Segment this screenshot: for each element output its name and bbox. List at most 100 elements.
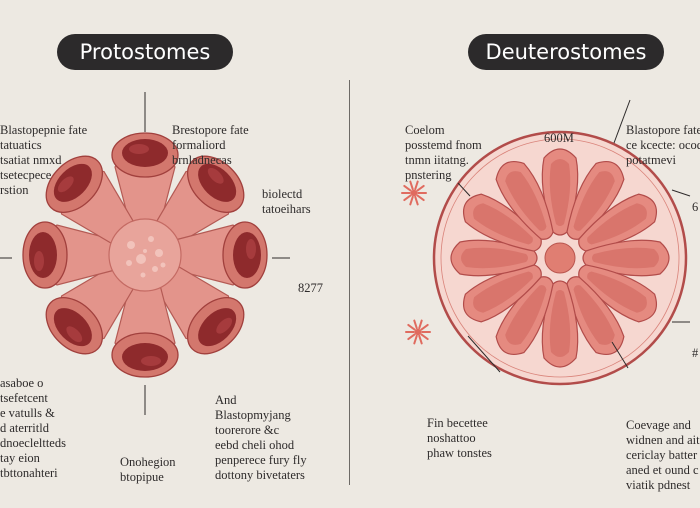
petal-highlight (246, 239, 256, 259)
star-ray (414, 195, 419, 206)
star-ray (407, 333, 416, 341)
disc-segment (541, 148, 579, 236)
petal-opening (198, 308, 237, 347)
segment-inner (573, 285, 615, 345)
star-ray (409, 180, 414, 191)
star-ray (407, 323, 416, 331)
center-dot (143, 249, 147, 253)
petal-highlight (34, 251, 44, 271)
segment-inner (587, 203, 647, 245)
deuterostome-leader-lines (457, 99, 691, 373)
center-dot (126, 260, 132, 266)
star-ray (403, 184, 412, 192)
star-ray (409, 195, 414, 206)
disc-segment (462, 193, 542, 252)
petal-highlight (141, 356, 161, 366)
star-ray (413, 319, 418, 330)
center-dot (140, 272, 146, 278)
star-ray (418, 334, 423, 345)
petal-highlight (129, 144, 149, 154)
star-ray (413, 334, 418, 345)
disc-segment (566, 276, 625, 356)
segment-inner (549, 290, 571, 357)
deuterostomes-title: Deuterostomes (468, 34, 664, 70)
leader-line (457, 182, 471, 197)
column-divider (349, 80, 350, 485)
petal (22, 221, 116, 289)
disc-segment (495, 276, 554, 356)
disc-segment (462, 264, 542, 323)
segment-inner (573, 171, 615, 231)
radial-star-icon (405, 319, 431, 345)
deuterostome-label-right-edge-lower: # (692, 346, 699, 360)
disc-segment (495, 160, 554, 240)
segment-inner (473, 271, 533, 313)
center-dot (152, 266, 158, 272)
petal (154, 264, 245, 355)
disc-segment (450, 239, 538, 277)
leader-line (611, 341, 629, 369)
center-dot (127, 241, 135, 249)
deuterostome-center (544, 242, 576, 274)
segment-inner (505, 171, 547, 231)
star-core (410, 189, 418, 197)
protostome-center (108, 218, 182, 292)
petal (111, 284, 179, 378)
protostome-petals (22, 132, 268, 378)
star-ray (414, 180, 419, 191)
protostome-leader-lines (0, 92, 290, 415)
deuterostome-diagram (432, 130, 688, 386)
petal (154, 155, 245, 246)
deuterostome-label-top-number: 600M (544, 131, 574, 145)
leader-line (467, 335, 501, 373)
disc-segment (582, 239, 670, 277)
star-ray (420, 333, 429, 341)
center-dot (136, 254, 146, 264)
petal (45, 155, 136, 246)
star-ray (416, 194, 425, 202)
segment-inner (505, 285, 547, 345)
protostome-center-dots (126, 236, 166, 278)
petal-opening (53, 308, 92, 347)
protostomes-title: Protostomes (57, 34, 233, 70)
protostome-diagram (22, 132, 268, 378)
center-dot (155, 249, 163, 257)
segment-inner (473, 203, 533, 245)
segment-inner (592, 247, 659, 269)
deuterostome-inner-ring (440, 138, 680, 378)
segment-inner (549, 159, 571, 226)
star-core (414, 328, 422, 336)
disc-segment (578, 193, 658, 252)
deuterostome-label-right-edge-upper: 6 (692, 200, 699, 214)
protostome-label-right-number: 8277 (298, 281, 323, 295)
leader-line (613, 99, 631, 144)
segment-inner (587, 271, 647, 313)
petal-highlight (216, 317, 233, 334)
disc-segment (578, 264, 658, 323)
center-dot (160, 262, 166, 268)
petal (174, 221, 268, 289)
disc-segment (566, 160, 625, 240)
deuterostome-segments (450, 148, 670, 368)
disc-segment (541, 280, 579, 368)
star-ray (418, 319, 423, 330)
radial-star-icon (401, 180, 427, 206)
star-ray (420, 323, 429, 331)
petal-highlight (66, 326, 83, 343)
petal-highlight (57, 176, 74, 193)
center-dot (148, 236, 154, 242)
leader-line (671, 189, 691, 197)
star-ray (416, 184, 425, 192)
petal-highlight (207, 167, 224, 184)
